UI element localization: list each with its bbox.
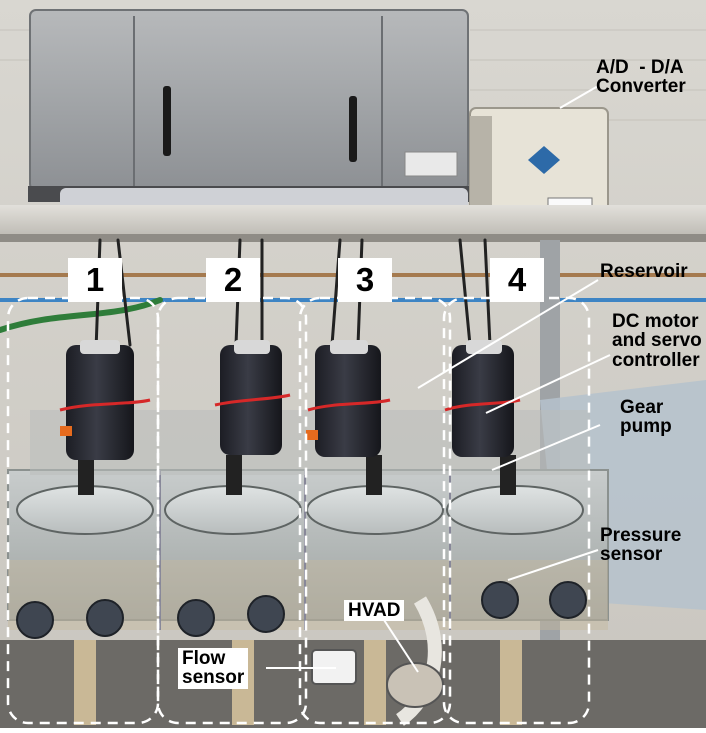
label-gear-pump: Gear pump — [620, 397, 672, 438]
label-reservoir: Reservoir — [600, 261, 688, 282]
front-ports — [16, 581, 587, 639]
chamber-number-2: 2 — [206, 258, 260, 302]
leader-motor — [485, 354, 611, 414]
shelf — [0, 205, 706, 237]
converter-device — [469, 107, 609, 217]
chamber-number-4: 4 — [490, 258, 544, 302]
label-pressure-sensor: Pressure sensor — [600, 525, 682, 566]
label-flow-sensor: Flow sensor — [178, 648, 249, 689]
label-motor-controller: DC motor and servo controller — [612, 311, 702, 371]
leader-lines — [266, 85, 611, 673]
label-hvad: HVAD — [344, 600, 405, 622]
leader-pressure-sensor — [507, 549, 599, 581]
label-converter: A/D - D/A Converter — [596, 57, 686, 98]
leader-hvad — [383, 619, 419, 673]
leader-gear-pump — [491, 424, 601, 471]
motors — [59, 340, 521, 495]
shelf-edge — [0, 234, 706, 242]
leader-reservoir — [417, 279, 599, 389]
chamber-number-3: 3 — [338, 258, 392, 302]
leader-converter — [559, 85, 599, 109]
chamber-number-1: 1 — [68, 258, 122, 302]
simulator-cabinet — [28, 9, 470, 212]
chamber-lids — [16, 485, 584, 535]
